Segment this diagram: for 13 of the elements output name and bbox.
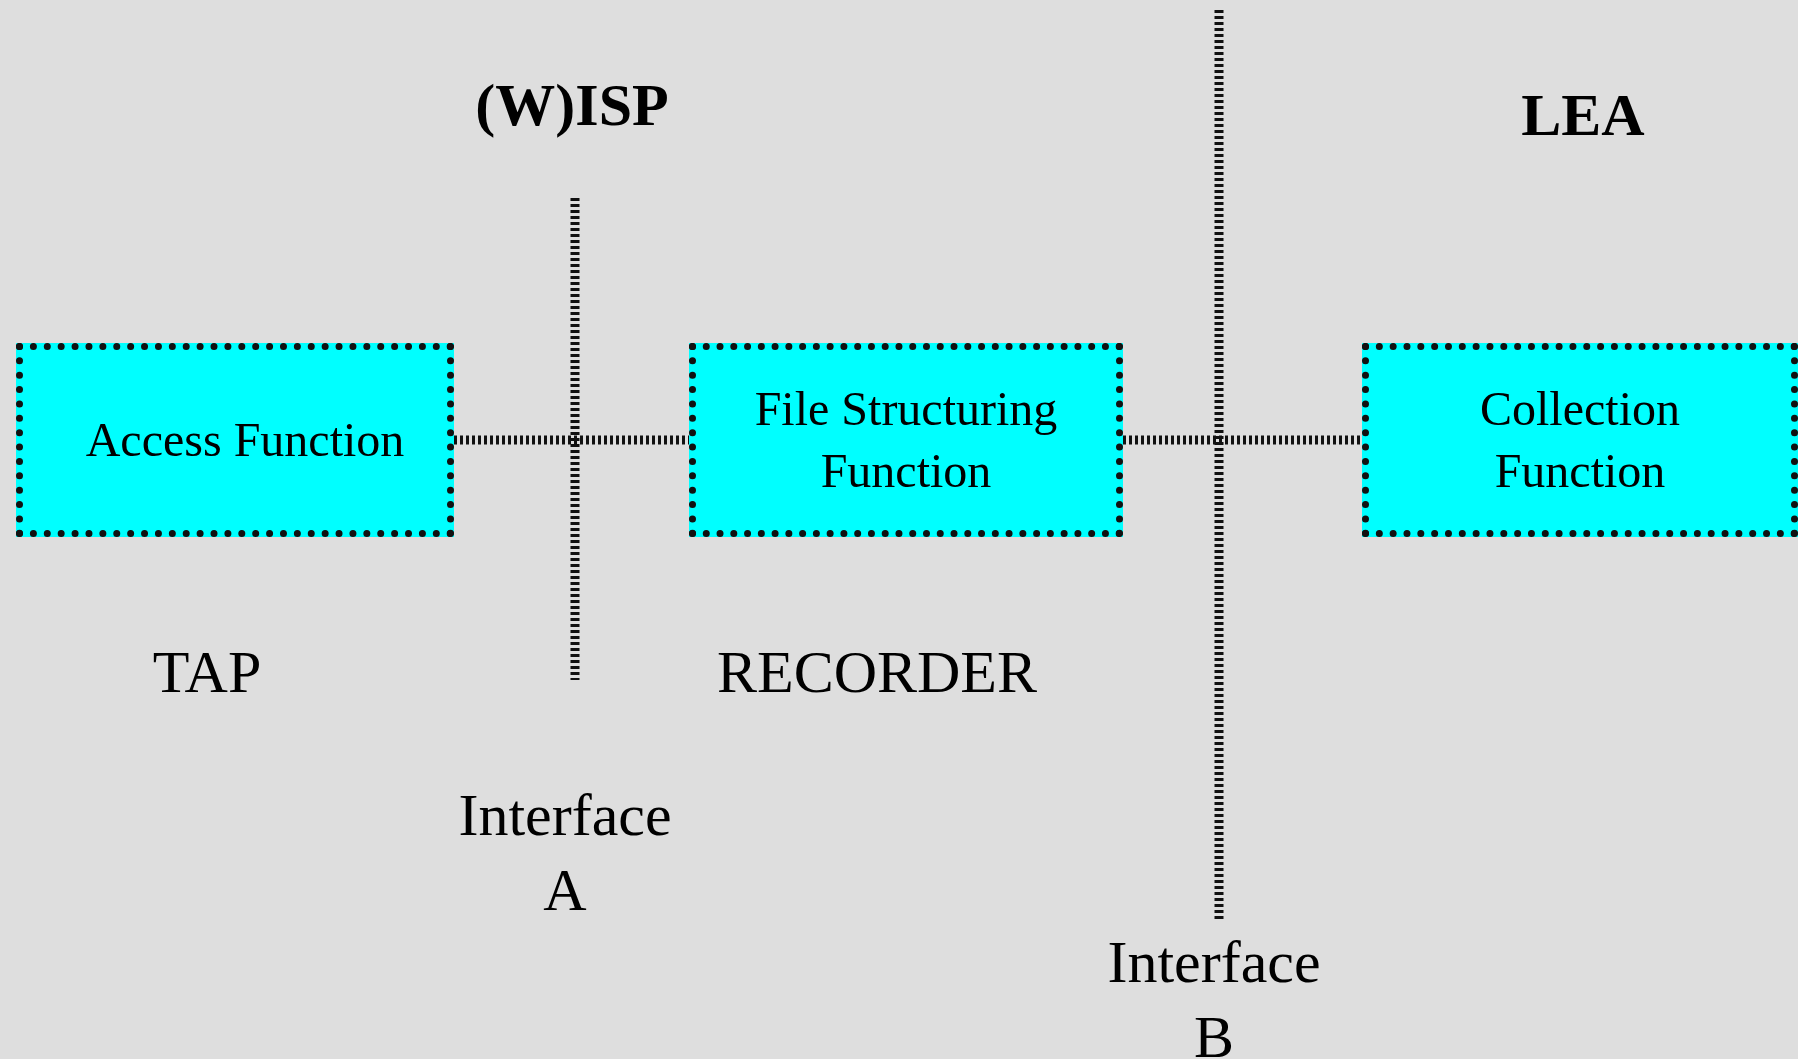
interface-label: Interface B bbox=[1106, 928, 1322, 1059]
function-box bbox=[16, 343, 454, 537]
function-box bbox=[1362, 343, 1798, 537]
box-label: Access Function bbox=[85, 411, 405, 468]
component-label: TAP bbox=[151, 638, 263, 707]
interface-label: Interface A bbox=[457, 781, 673, 925]
function-box bbox=[689, 343, 1123, 537]
box-label: File Structuring Function bbox=[753, 380, 1059, 499]
region-heading: LEA bbox=[1520, 81, 1646, 150]
box-label: Collection Function bbox=[1479, 380, 1681, 499]
connector-line bbox=[1123, 435, 1362, 445]
component-label: RECORDER bbox=[715, 638, 1038, 707]
region-heading: (W)ISP bbox=[474, 71, 670, 140]
